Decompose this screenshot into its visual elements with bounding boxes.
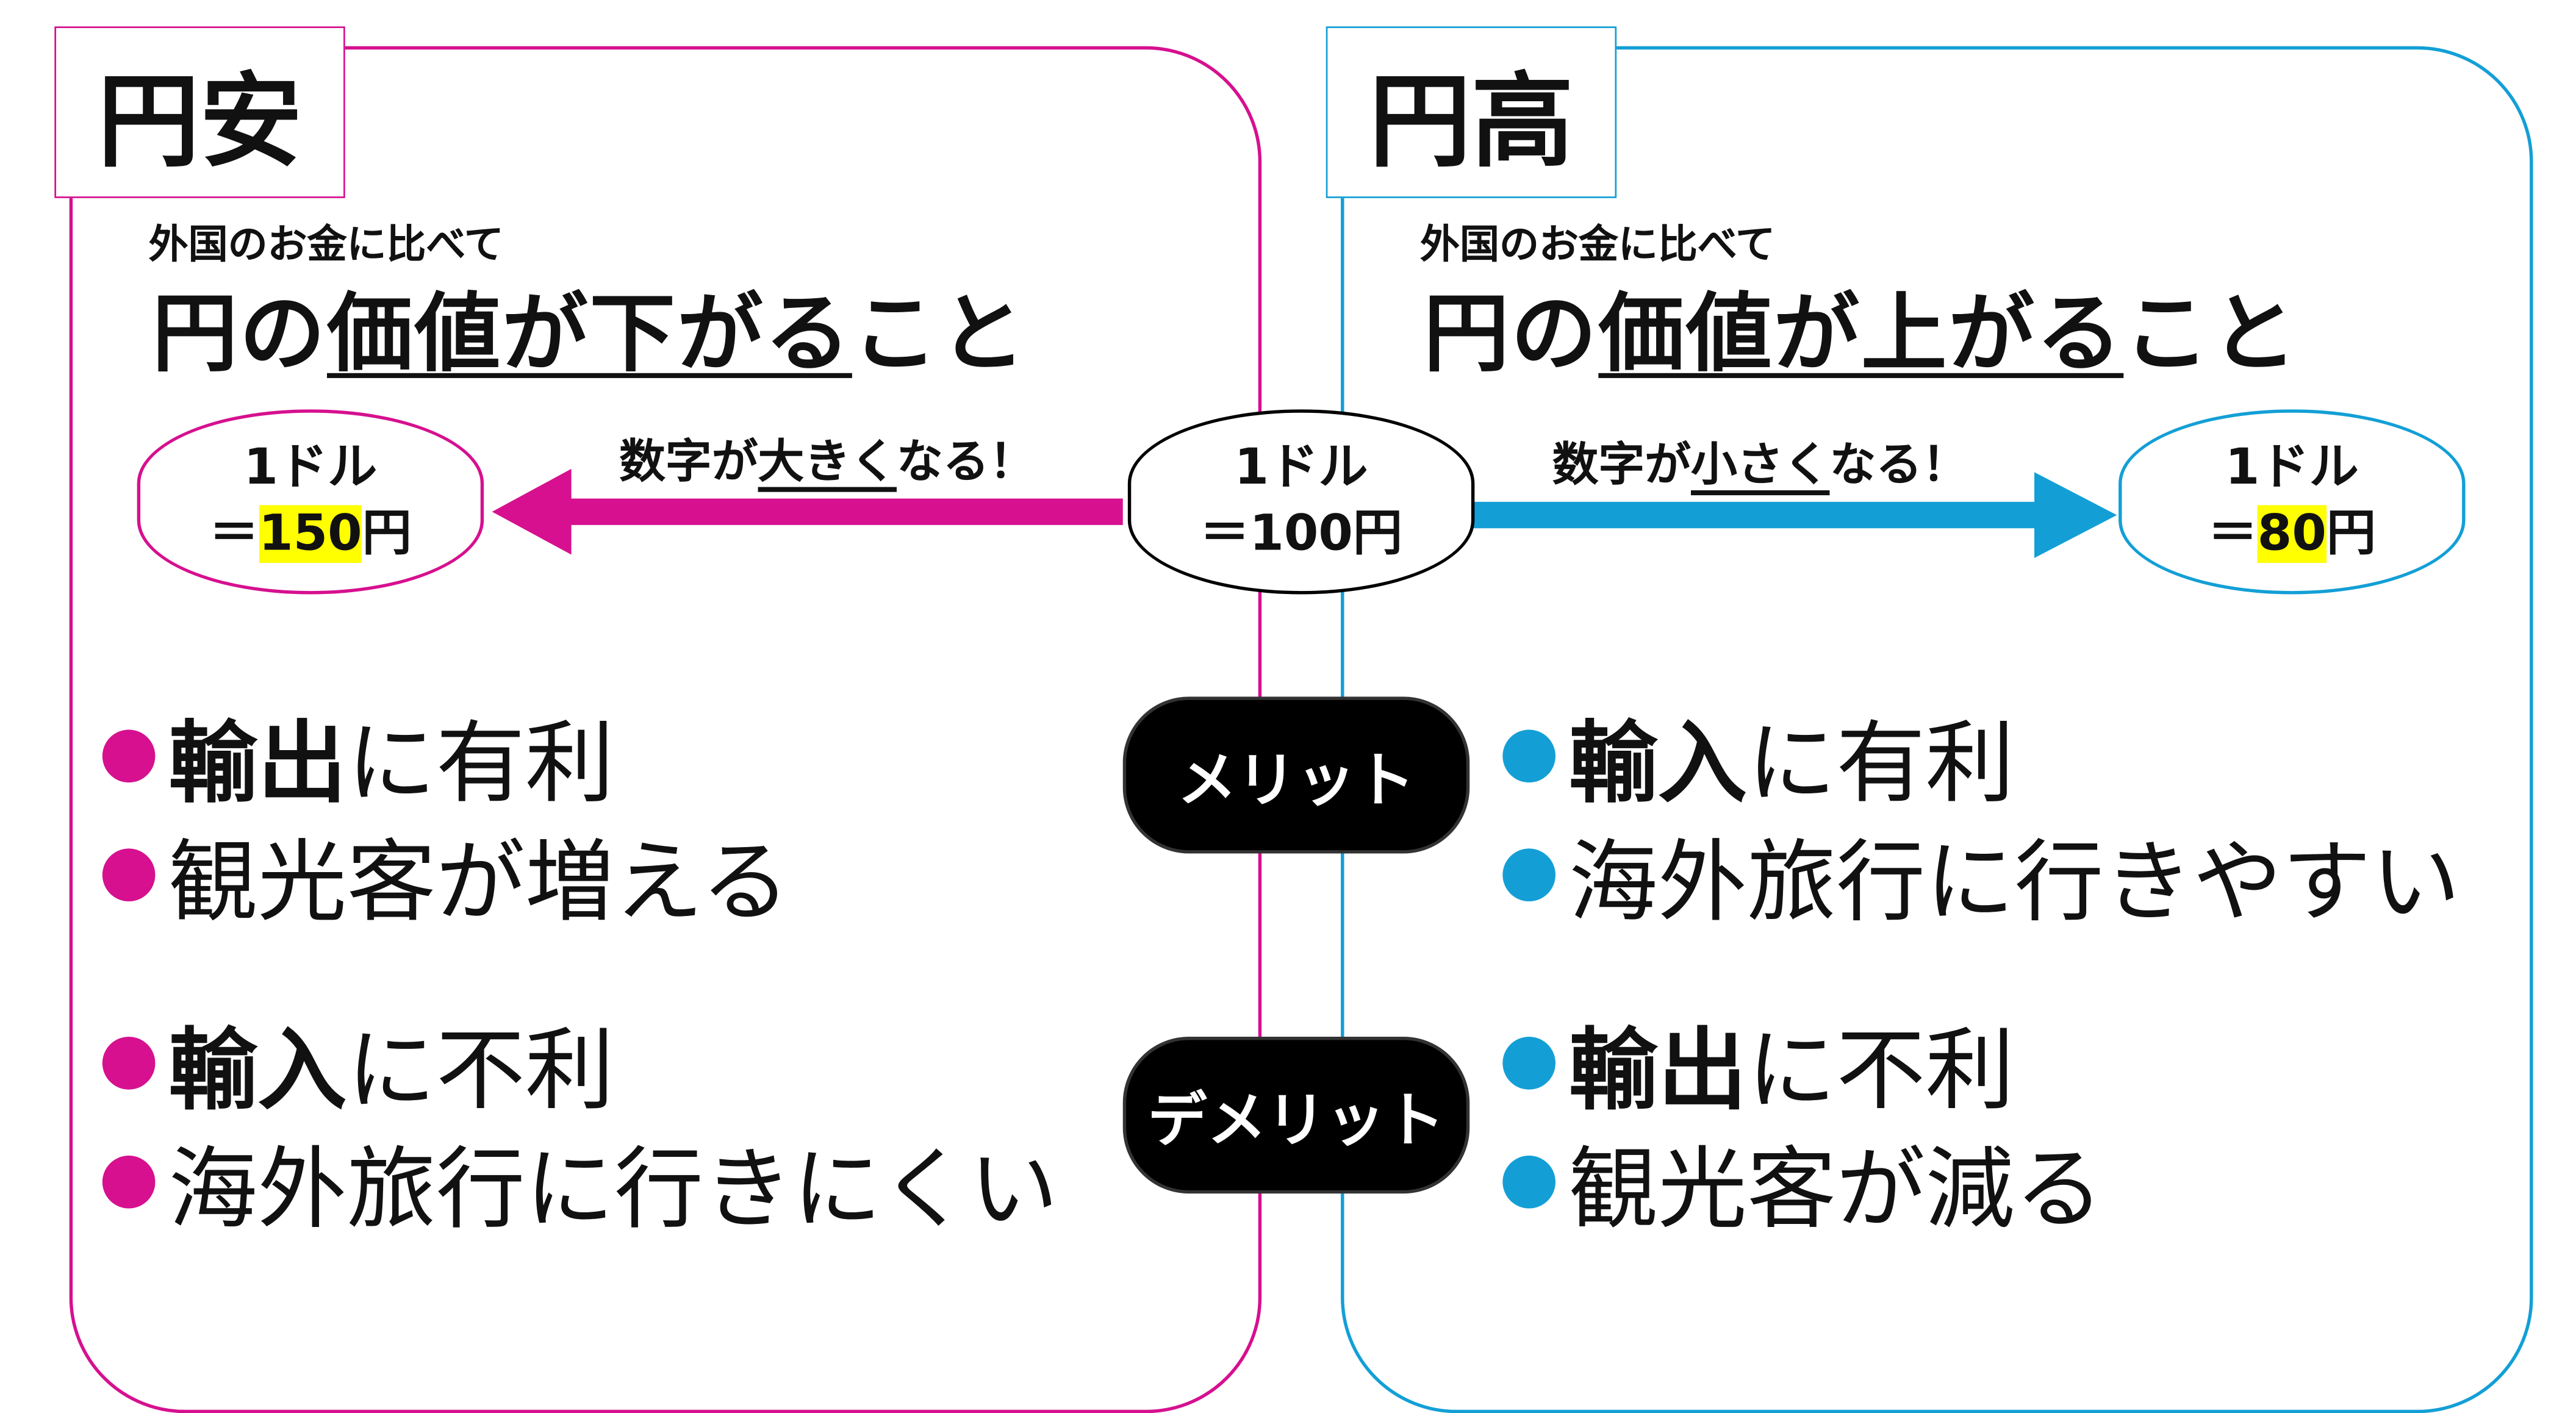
rate-value: ＝100円 [1200,505,1403,563]
rate-value: ＝80円 [2208,505,2377,563]
weak-yen-heading: 円の価値が下がること [152,285,1027,385]
bullet-icon [102,848,156,901]
strong-yen-heading: 円の価値が上がること [1423,285,2299,385]
weak-demerit-item: 海外旅行に行きにくい [102,1116,1058,1247]
bullet-icon [1502,1154,1555,1208]
strong-merit-item: 海外旅行に行きやすい [1502,809,2460,939]
bullet-icon [1502,848,1555,901]
weak-merit-item: 輸出に有利 [102,690,614,821]
base-rate-oval: 1ドル ＝100円 [1127,409,1475,595]
bullet-icon [1502,1036,1555,1089]
weak-arrow-text: 数字が大きくなる！ [619,434,1036,489]
arrow-left-icon [492,468,1123,555]
rate-label: 1ドル [243,439,378,497]
strong-arrow-text: 数字が小さくなる！ [1552,437,1968,492]
rate-label: 1ドル [2225,439,2359,497]
merit-label: メリット [1122,696,1470,854]
strong-demerit-item: 輸出に不利 [1502,997,2015,1128]
strong-yen-subtitle: 外国のお金に比べて [1420,221,1776,268]
strong-rate-oval: 1ドル ＝80円 [2119,409,2466,595]
bullet-icon [1502,729,1555,782]
weak-yen-subtitle: 外国のお金に比べて [148,221,504,268]
strong-merit-item: 輸入に有利 [1502,690,2015,821]
demerit-label: デメリット [1122,1036,1470,1194]
strong-yen-title: 円高 [1326,26,1617,198]
strong-demerit-item: 観光客が減る [1502,1116,2104,1247]
bullet-icon [102,1036,156,1089]
weak-merit-item: 観光客が増える [102,809,790,939]
rate-label: 1ドル [1234,439,1368,497]
weak-demerit-item: 輸入に不利 [102,997,614,1128]
weak-rate-oval: 1ドル ＝150円 [137,409,484,595]
bullet-icon [102,729,156,782]
bullet-icon [102,1154,156,1208]
arrow-right-icon [1473,472,2117,558]
rate-value: ＝150円 [209,505,412,563]
weak-yen-title: 円安 [54,26,345,198]
